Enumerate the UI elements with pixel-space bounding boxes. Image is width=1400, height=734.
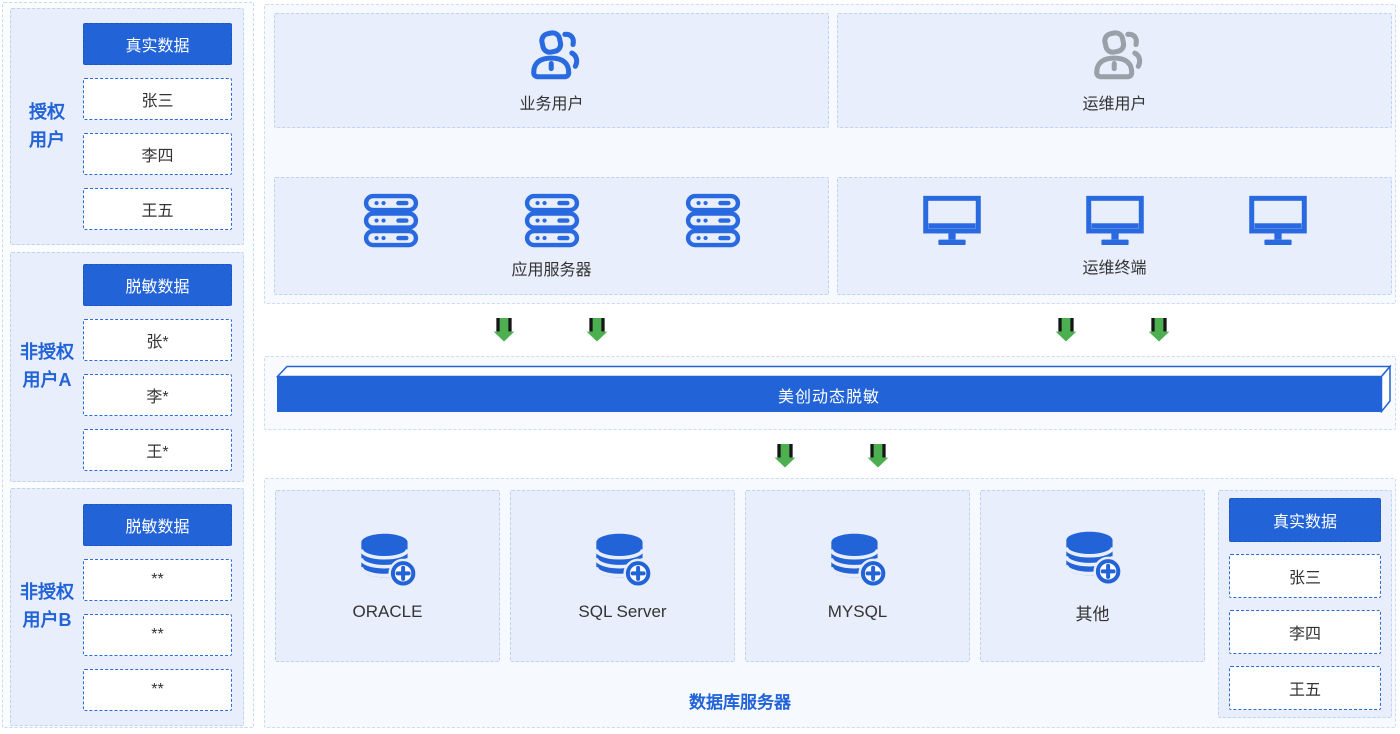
masked-name-box: 王*	[83, 428, 232, 471]
database-add-icon	[593, 531, 655, 590]
user-name-box: 王五	[83, 188, 232, 230]
database-add-icon	[1063, 529, 1125, 588]
masked-data-header: 脱敏数据	[83, 263, 232, 306]
non-authorized-user-b-panel: 非授权 用户B 脱敏数据 ** ** **	[10, 488, 244, 726]
masking-bar-label: 美创动态脱敏	[777, 388, 880, 406]
server-icon	[363, 193, 419, 249]
server-icon	[685, 193, 741, 249]
monitor-icon	[1249, 195, 1307, 247]
masked-data-stack: 脱敏数据 张* 李* 王*	[83, 253, 232, 481]
down-arrow-icon	[867, 444, 889, 468]
db-real-data-stack: 真实数据 张三 李四 王五	[1229, 491, 1381, 717]
app-servers-panel: 应用服务器	[274, 177, 829, 295]
users-icon	[523, 27, 581, 83]
database-servers-caption: 数据库服务器	[689, 693, 791, 712]
masked-name-box: 张*	[83, 318, 232, 361]
monitor-icon	[1086, 195, 1144, 247]
label-line: 用户	[29, 129, 65, 150]
ops-users-panel: 运维用户	[837, 13, 1392, 128]
ops-terminals-panel: 运维终端	[837, 177, 1392, 295]
masked-name-box: **	[83, 668, 232, 711]
masked-name-box: 李*	[83, 373, 232, 416]
down-arrow-icon	[586, 318, 608, 342]
masking-bar-3d	[276, 364, 1392, 413]
db-card-caption: ORACLE	[352, 602, 423, 621]
non-authorized-user-b-label: 非授权 用户B	[11, 489, 83, 725]
db-card-caption: MYSQL	[827, 602, 888, 621]
db-card-mysql: MYSQL	[745, 490, 970, 662]
user-name-box: 张三	[1229, 554, 1381, 598]
db-card-other: 其他	[980, 490, 1205, 662]
label-line: 授权	[29, 101, 65, 122]
masked-data-stack: 脱敏数据 ** ** **	[83, 489, 232, 725]
db-card-sqlserver: SQL Server	[510, 490, 735, 662]
server-icon	[524, 193, 580, 249]
label-line: 用户B	[22, 610, 72, 630]
business-users-caption: 业务用户	[519, 96, 584, 113]
user-name-box: 李四	[83, 133, 232, 175]
monitor-icon-row	[923, 195, 1307, 247]
db-real-data-panel: 真实数据 张三 李四 王五	[1218, 490, 1392, 718]
server-icon-row	[363, 193, 741, 249]
db-card-oracle: ORACLE	[275, 490, 500, 662]
label-line: 非授权	[20, 342, 74, 363]
database-add-icon	[358, 531, 420, 590]
db-card-caption: SQL Server	[578, 602, 667, 621]
user-name-box: 王五	[1229, 666, 1381, 710]
down-arrow-icon	[1055, 318, 1077, 342]
non-authorized-user-a-label: 非授权 用户A	[11, 253, 83, 481]
users-icon	[1086, 27, 1144, 83]
non-authorized-user-a-panel: 非授权 用户A 脱敏数据 张* 李* 王*	[10, 252, 244, 482]
ops-users-caption: 运维用户	[1082, 96, 1147, 113]
label-line: 非授权	[20, 582, 74, 603]
masked-name-box: **	[83, 558, 232, 601]
authorized-data-stack: 真实数据 张三 李四 王五	[83, 9, 232, 244]
down-arrow-icon	[1148, 318, 1170, 342]
masked-data-header: 脱敏数据	[83, 503, 232, 546]
database-add-icon	[828, 531, 890, 590]
real-data-header: 真实数据	[83, 23, 232, 65]
user-name-box: 张三	[83, 78, 232, 120]
authorized-users-panel: 授权 用户 真实数据 张三 李四 王五	[10, 8, 244, 245]
down-arrow-icon	[774, 444, 796, 468]
app-servers-caption: 应用服务器	[511, 261, 592, 279]
authorized-users-label: 授权 用户	[11, 9, 83, 244]
db-card-caption: 其他	[1075, 604, 1110, 624]
business-users-panel: 业务用户	[274, 13, 829, 128]
user-name-box: 李四	[1229, 610, 1381, 654]
masked-name-box: **	[83, 613, 232, 656]
label-line: 用户A	[22, 370, 72, 390]
monitor-icon	[923, 195, 981, 247]
real-data-header: 真实数据	[1229, 498, 1381, 542]
down-arrow-icon	[493, 318, 515, 342]
ops-terminals-caption: 运维终端	[1082, 259, 1147, 277]
